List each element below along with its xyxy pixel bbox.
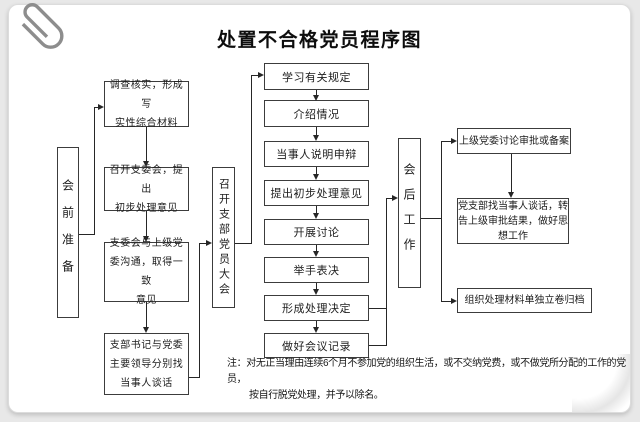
node-upper-approval: 上级党委讨论审批或备案 bbox=[457, 128, 571, 154]
node-meeting-minutes: 做好会议记录 bbox=[264, 333, 369, 358]
node-text-line: 支委会与上级党 bbox=[109, 238, 184, 249]
connector-talk-to-meeting bbox=[189, 377, 200, 378]
phase-branch-meeting: 召开支部党员大会 bbox=[212, 167, 235, 308]
node-inform-result: 党支部找当事人谈话，转 告上级审批结果，做好思 想工作 bbox=[457, 198, 569, 244]
arrowhead bbox=[312, 250, 319, 257]
node-form-decision: 形成处理决定 bbox=[264, 295, 369, 321]
node-branch-committee: 召开支委会，提出 初步处理意见 bbox=[104, 165, 189, 214]
node-text-line: 委沟通，取得一致 bbox=[109, 257, 184, 287]
node-party-statement: 当事人说明申辩 bbox=[264, 141, 369, 167]
connector-approval-to-inform bbox=[511, 154, 512, 192]
arrowhead bbox=[312, 288, 319, 295]
phase-post-meeting-label: 会后工作 bbox=[402, 163, 416, 263]
node-study-rules: 学习有关规定 bbox=[264, 63, 369, 90]
connector-c6-c7 bbox=[316, 283, 317, 289]
phase-branch-meeting-label: 召开支部党员大会 bbox=[217, 177, 230, 298]
node-investigate: 调查核实，形成写 实性综合材料 bbox=[104, 80, 189, 129]
footnote-line1: 注：对无正当理由连续6个月不参加党的组织生活，或不交纳党费，或不做党所分配的工作… bbox=[227, 358, 626, 385]
arrowhead bbox=[312, 212, 319, 219]
arrowhead bbox=[450, 137, 457, 144]
connector-c7-c8 bbox=[316, 321, 317, 327]
connector-l2-l3 bbox=[146, 211, 147, 236]
connector-riser-post bbox=[386, 198, 387, 346]
arrowhead bbox=[205, 239, 212, 246]
node-text-line: 召开支委会，提出 bbox=[109, 164, 184, 195]
connector-minutes-to-post bbox=[369, 345, 387, 346]
arrowhead bbox=[257, 71, 264, 78]
connector-meeting-to-study bbox=[251, 75, 252, 244]
connector-meeting-to-study bbox=[235, 243, 252, 244]
connector-post-to-archive bbox=[441, 301, 451, 302]
node-text-line: 意见 bbox=[136, 295, 157, 306]
connector-pre-to-investigate bbox=[94, 107, 95, 235]
connector-post-to-approval bbox=[441, 141, 451, 142]
footnote-line2: 按自行脱党处理，并予以除名。 bbox=[249, 390, 384, 401]
node-text-line: 调查核实，形成写 bbox=[109, 79, 184, 110]
node-text-line: 支部书记与党委 bbox=[109, 339, 184, 351]
arrowhead bbox=[142, 160, 149, 167]
node-text-line: 党支部找当事人谈话，转 bbox=[458, 200, 568, 212]
phase-pre-meeting-label: 会前准备 bbox=[60, 178, 75, 287]
connector-c2-c3 bbox=[316, 127, 317, 135]
node-archive-materials: 组织处理材料单独立卷归档 bbox=[457, 288, 592, 313]
node-introduce-situation: 介绍情况 bbox=[264, 100, 369, 127]
connector-post-riser bbox=[441, 141, 442, 302]
arrowhead bbox=[312, 94, 319, 101]
node-text-line: 初步处理意见 bbox=[115, 202, 178, 214]
arrowhead bbox=[312, 326, 319, 333]
arrowhead bbox=[142, 235, 149, 242]
connector-l1-l2 bbox=[146, 127, 147, 161]
page-title: 处置不合格党员程序图 bbox=[216, 30, 422, 51]
connector-post-out bbox=[421, 218, 442, 219]
connector-riser-post bbox=[386, 198, 392, 199]
connector-talk-to-meeting bbox=[199, 243, 200, 378]
node-text-line: 实性综合材料 bbox=[115, 117, 178, 129]
paperclip-icon bbox=[21, 3, 64, 49]
node-text-line: 组织处理材料单独立卷归档 bbox=[464, 295, 585, 306]
connector-c5-c6 bbox=[316, 245, 317, 251]
arrowhead bbox=[312, 173, 319, 180]
connector-c3-c4 bbox=[316, 167, 317, 174]
node-preliminary-opinion: 提出初步处理意见 bbox=[264, 180, 369, 206]
page-curl-decoration bbox=[572, 354, 630, 412]
phase-pre-meeting: 会前准备 bbox=[57, 147, 79, 318]
connector-decision-to-post bbox=[369, 308, 387, 309]
node-text-line: 当事人谈话 bbox=[120, 377, 173, 389]
connector-talk-to-meeting bbox=[199, 243, 206, 244]
arrowhead bbox=[391, 194, 398, 201]
connector-meeting-to-study bbox=[251, 75, 258, 76]
node-discussion: 开展讨论 bbox=[264, 219, 369, 245]
arrowhead bbox=[142, 326, 149, 333]
node-communicate-upper: 支委会与上级党 委沟通，取得一致 意见 bbox=[104, 238, 189, 306]
arrowhead bbox=[507, 191, 514, 198]
node-text-line: 告上级审批结果，做好思 bbox=[458, 215, 568, 227]
connector-pre-to-investigate bbox=[79, 234, 95, 235]
connector-c1-c2 bbox=[316, 90, 317, 96]
node-secretary-talk: 支部书记与党委 主要领导分别找 当事人谈话 bbox=[104, 333, 189, 395]
arrowhead bbox=[450, 297, 457, 304]
node-text-line: 上级党委讨论审批或备案 bbox=[459, 135, 569, 147]
connector-c4-c5 bbox=[316, 206, 317, 213]
arrowhead bbox=[312, 134, 319, 141]
node-text-line: 主要领导分别找 bbox=[109, 358, 184, 370]
node-text-line: 想工作 bbox=[498, 230, 528, 242]
footnote: 注：对无正当理由连续6个月不参加党的组织生活，或不交纳党费，或不做党所分配的工作… bbox=[227, 356, 640, 404]
connector-l3-l4 bbox=[146, 302, 147, 327]
connector-pre-to-investigate bbox=[94, 107, 99, 108]
node-vote: 举手表决 bbox=[264, 257, 369, 283]
flowchart-card: 处置不合格党员程序图 会前准备 召开支部党员大会 会后工作 调查核实，形成写 实… bbox=[8, 3, 631, 413]
phase-post-meeting: 会后工作 bbox=[398, 138, 421, 288]
arrowhead bbox=[98, 103, 104, 110]
